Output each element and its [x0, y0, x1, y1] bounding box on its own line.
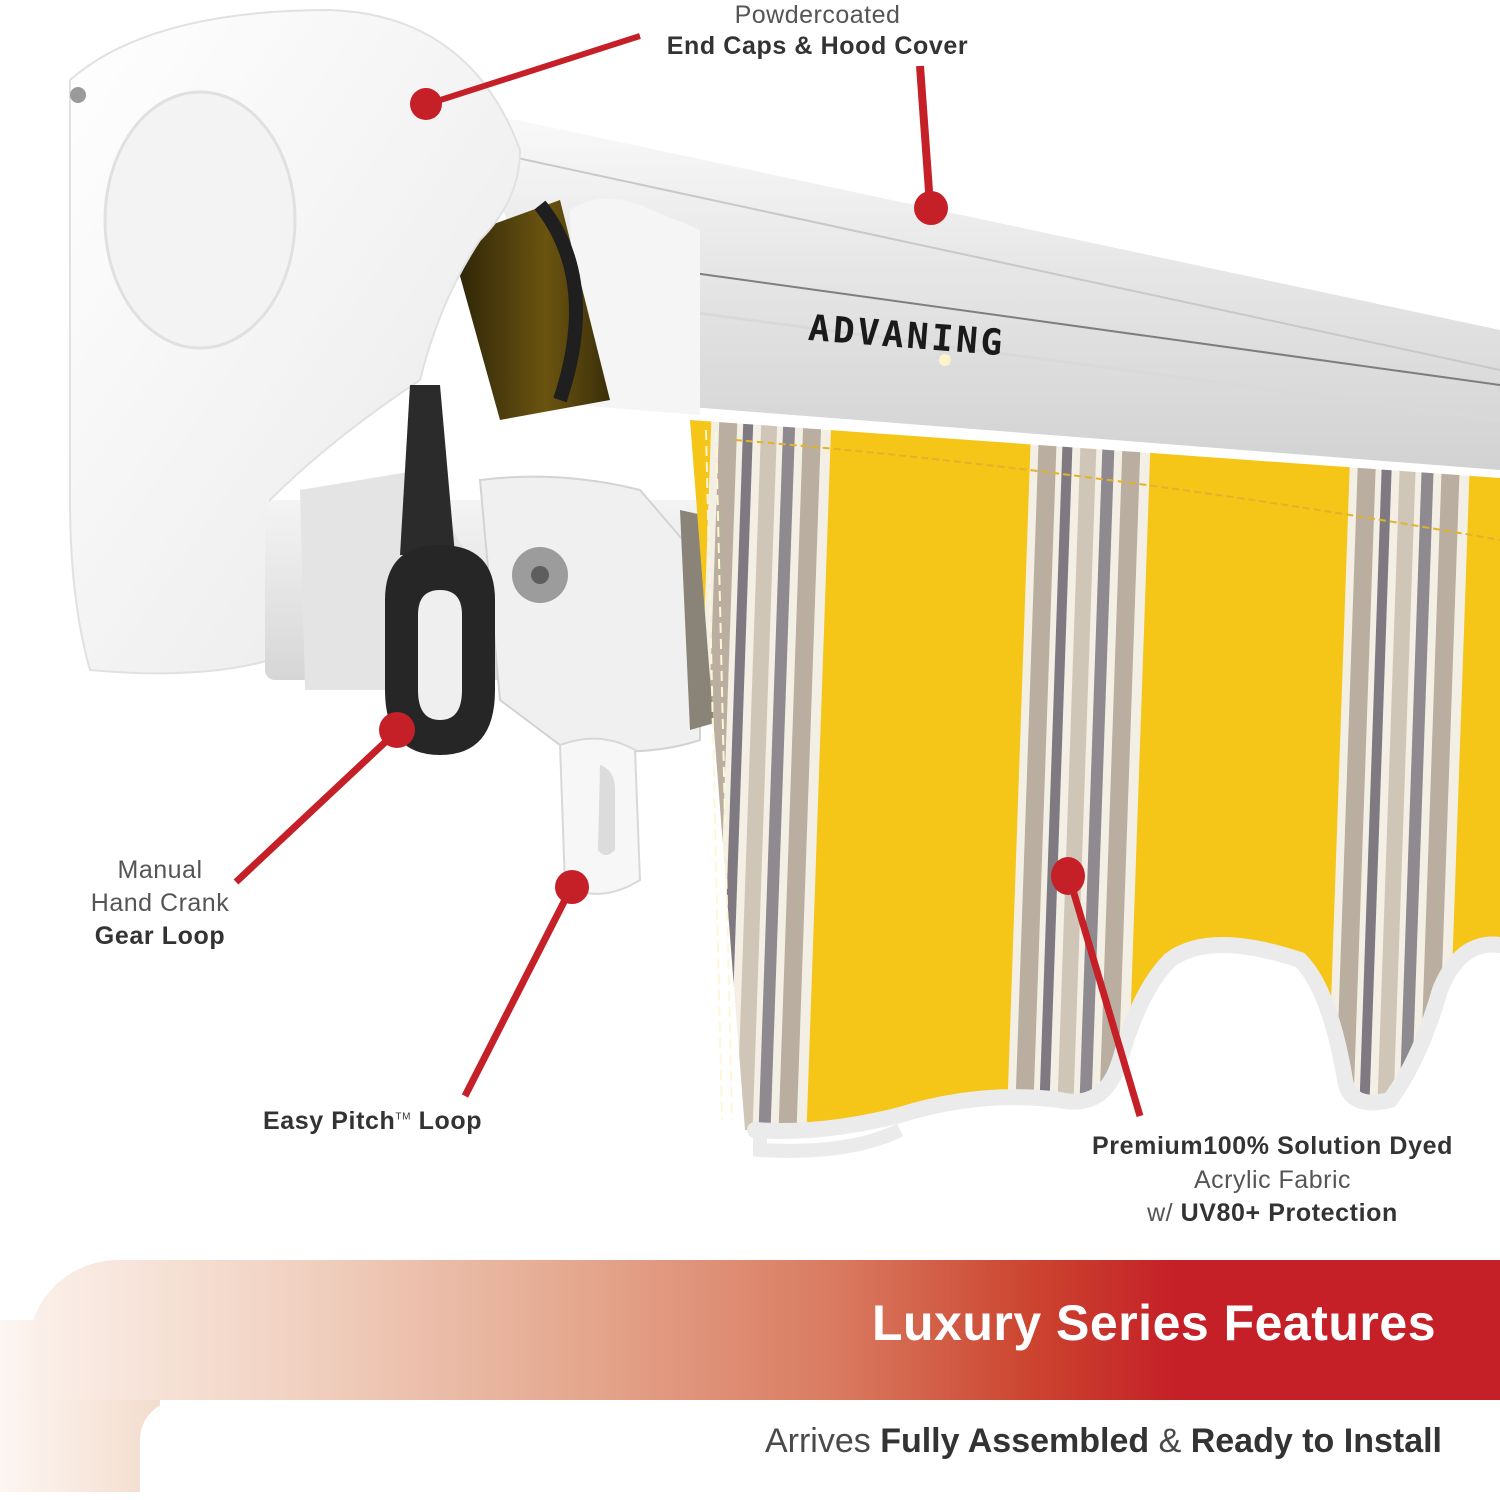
callout-end-caps: Powdercoated End Caps & Hood Cover: [640, 0, 995, 61]
callout-fabric-line1: Premium100% Solution Dyed: [1092, 1132, 1453, 1160]
banner-subtitle: Arrives Fully Assembled & Ready to Insta…: [765, 1422, 1442, 1461]
callout-easy-pitch-label-after: Loop: [418, 1107, 483, 1135]
banner-subtitle-part3: &: [1149, 1422, 1191, 1460]
callout-fabric-pointer: [1051, 857, 1144, 1117]
callout-easy-pitch-pointer: [461, 870, 589, 1098]
callout-easy-pitch-label: Easy Pitch: [262, 1107, 396, 1135]
awning-product-illustration: [69, 8, 1500, 1158]
awning-fabric-valance: [690, 420, 1500, 1134]
callout-gear-loop-pointer: [233, 712, 415, 885]
callout-gear-loop-line1: Manual: [117, 856, 203, 884]
banner-subtitle-part1: Arrives: [764, 1422, 881, 1460]
callout-hood-cover-pointer: [914, 65, 948, 225]
banner-title: Luxury Series Features: [871, 1295, 1436, 1351]
banner-subtitle-part4: Ready to Install: [1190, 1422, 1442, 1460]
features-banner: Luxury Series Features Arrives Fully Ass…: [0, 1260, 1500, 1500]
callout-fabric-line2: Acrylic Fabric: [1193, 1165, 1351, 1194]
callout-fabric: Premium100% Solution Dyed Acrylic Fabric…: [1070, 1130, 1475, 1231]
banner-red-gradient-band: [28, 1260, 1500, 1400]
callout-gear-loop-line2: Hand Crank: [90, 889, 230, 917]
callout-fabric-line3-prefix: w/: [1147, 1199, 1181, 1227]
trademark-symbol: TM: [395, 1111, 412, 1123]
callout-end-caps-line1: Powdercoated: [734, 1, 901, 29]
banner-white-card: [140, 1400, 1500, 1500]
callout-fabric-line3: UV80+ Protection: [1180, 1199, 1398, 1227]
callout-easy-pitch: Easy PitchTM Loop: [250, 1106, 495, 1137]
banner-subtitle-part2: Fully Assembled: [880, 1422, 1150, 1460]
hood-cover: [470, 110, 1500, 470]
callout-end-caps-line2: End Caps & Hood Cover: [666, 31, 969, 60]
callout-gear-loop: Manual Hand Crank Gear Loop: [60, 854, 260, 953]
callout-end-caps-pointer: [410, 33, 641, 120]
callout-gear-loop-line3: Gear Loop: [94, 922, 226, 950]
